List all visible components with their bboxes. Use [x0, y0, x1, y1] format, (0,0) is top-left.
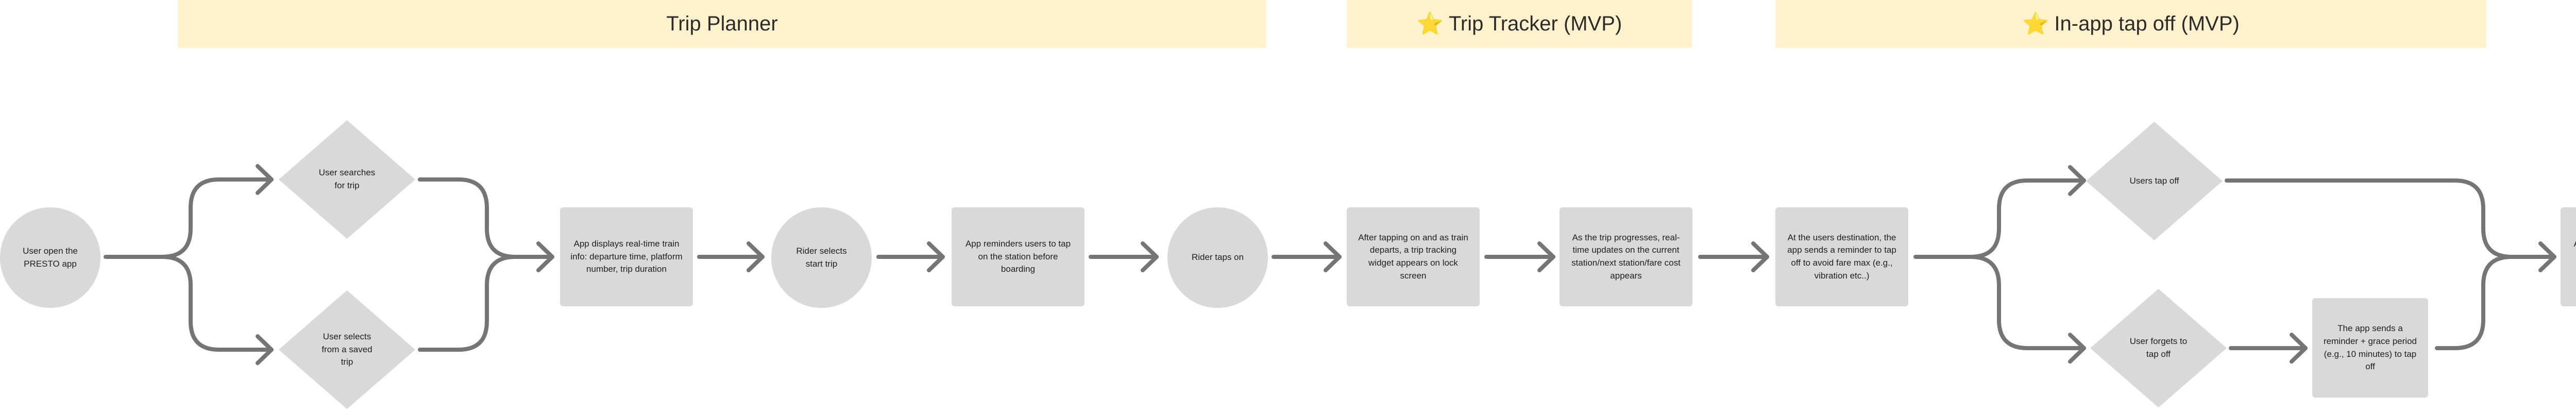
connector-destination-to-tapoff: [1913, 178, 2086, 259]
banner-tap-off: ⭐ In-app tap off (MVP): [1775, 0, 2486, 48]
banner-trip-tracker-label: Trip Tracker (MVP): [1448, 12, 1622, 35]
node-trip-summary: After journey ends, the app displays a t…: [2561, 207, 2576, 306]
banner-trip-planner-label: Trip Planner: [666, 12, 778, 35]
node-selects-saved-text: User selects from a saved trip: [321, 332, 372, 367]
banner-trip-tracker: ⭐ Trip Tracker (MVP): [1347, 0, 1692, 48]
node-open-app: User open the PRESTO app: [0, 207, 100, 308]
arrowhead: [256, 164, 274, 195]
connector-open-to-saved: [160, 255, 274, 352]
connector-search-to-display: [418, 177, 554, 259]
arrowhead: [1537, 241, 1555, 272]
node-rider-selects-start-text: Rider selects start trip: [796, 246, 847, 269]
connector-tapoff-to-summary: [2225, 178, 2556, 259]
node-realtime-updates-text: As the trip progresses, real-time update…: [1571, 232, 1681, 281]
banner-trip-planner: Trip Planner: [178, 0, 1266, 48]
node-forgets-tap-off: User forgets to tap off: [2090, 289, 2227, 407]
connector-grace-to-summary: [2435, 255, 2514, 350]
arrowhead: [2290, 333, 2308, 364]
node-users-tap-off: Users tap off: [2086, 122, 2223, 240]
arrowhead: [2068, 165, 2086, 196]
arrowhead: [2538, 241, 2556, 272]
node-destination-reminder: At the users destination, the app sends …: [1775, 207, 1908, 306]
node-rider-selects-start: Rider selects start trip: [771, 207, 872, 308]
node-users-tap-off-text: Users tap off: [2129, 175, 2179, 186]
node-destination-reminder-text: At the users destination, the app sends …: [1787, 232, 1896, 281]
star-icon: ⭐: [2022, 11, 2049, 36]
banner-tap-off-label: In-app tap off (MVP): [2054, 12, 2240, 35]
node-searches-trip-text: User searches for trip: [318, 168, 376, 190]
connector-saved-to-display: [418, 255, 517, 352]
node-selects-saved: User selects from a saved trip: [279, 290, 415, 409]
node-app-reminds-tap-text: App reminders users to tap on the statio…: [965, 239, 1071, 274]
connector-open-to-search: [104, 177, 274, 259]
node-rider-taps-on: Rider taps on: [1167, 207, 1268, 308]
node-displays-realtime-text: App displays real-time train info: depar…: [570, 239, 683, 274]
arrowhead: [747, 241, 765, 272]
node-tracking-widget-text: After tapping on and as train departs, a…: [1358, 232, 1468, 281]
arrowhead: [256, 334, 274, 365]
arrowhead: [536, 241, 554, 272]
node-app-reminds-tap: App reminders users to tap on the statio…: [952, 207, 1084, 306]
node-forgets-tap-off-text: User forgets to tap off: [2129, 336, 2188, 359]
node-trip-summary-text: After journey ends, the app displays a t…: [2571, 238, 2576, 276]
star-icon: ⭐: [1416, 11, 1444, 36]
node-searches-trip: User searches for trip: [279, 120, 415, 239]
node-grace-period-text: The app sends a reminder + grace period …: [2324, 323, 2417, 372]
connector-destination-to-forgets: [1969, 255, 2086, 350]
node-grace-period: The app sends a reminder + grace period …: [2312, 298, 2428, 398]
node-rider-taps-on-text: Rider taps on: [1191, 252, 1244, 263]
node-tracking-widget: After tapping on and as train departs, a…: [1347, 207, 1480, 306]
arrowhead: [1324, 241, 1342, 272]
node-displays-realtime: App displays real-time train info: depar…: [560, 207, 693, 306]
arrowhead: [1751, 241, 1769, 272]
arrowhead: [2068, 333, 2086, 364]
arrowhead: [927, 241, 945, 272]
node-realtime-updates: As the trip progresses, real-time update…: [1560, 207, 1692, 306]
node-open-app-text: User open the PRESTO app: [23, 246, 78, 269]
arrowhead: [1141, 241, 1159, 272]
